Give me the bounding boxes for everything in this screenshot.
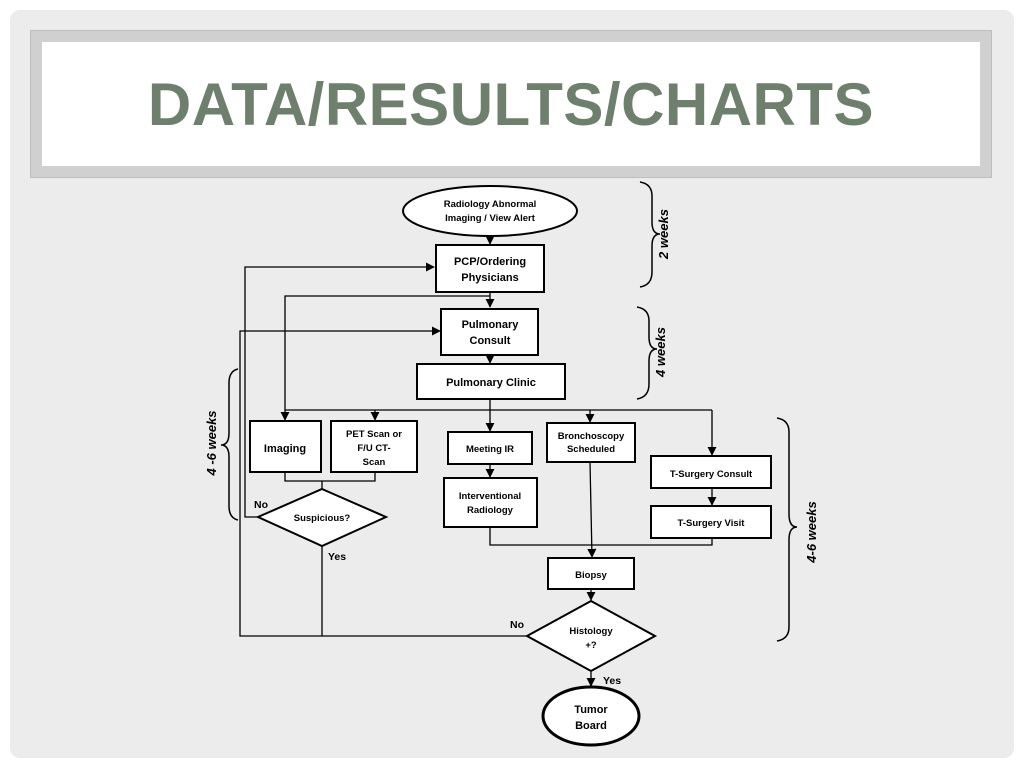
brace-4-weeks [636, 306, 658, 400]
label-pcp-1: PCP/Ordering [454, 256, 526, 268]
node-meeting-ir [447, 431, 533, 465]
edge-ir-merge [489, 527, 713, 546]
duration-left-4-6-weeks: 4 -6 weeks [204, 410, 219, 476]
node-radiology-alert [402, 185, 578, 237]
node-tumor-board [541, 685, 641, 747]
node-pulmonary-clinic [416, 363, 566, 400]
label-pet-scan-3: Scan [363, 457, 386, 468]
node-tsurgery-consult [650, 455, 772, 489]
duration-braces [220, 181, 798, 642]
label-bronchoscopy-2: Scheduled [567, 444, 615, 455]
label-tsurgery-visit: T-Surgery Visit [678, 518, 746, 529]
node-histology [524, 599, 658, 673]
edge-suspicious-no [244, 262, 435, 518]
edge-label-suspicious-yes: Yes [328, 551, 346, 563]
label-interventional-radiology-1: Interventional [459, 491, 521, 502]
node-pet-scan [330, 420, 418, 473]
label-pulmonary-consult-2: Consult [470, 335, 511, 347]
duration-right-4-6-weeks: 4-6 weeks [804, 501, 819, 563]
label-radiology-alert-1: Radiology Abnormal [444, 199, 537, 210]
edge-pcp-loop-to-imaging [280, 295, 490, 421]
edge-bronchoscopy-to-biopsy [587, 461, 597, 558]
label-pcp-2: Physicians [461, 272, 518, 284]
title-box [42, 42, 980, 166]
duration-4-weeks: 4 weeks [653, 327, 668, 378]
label-pulmonary-consult-1: Pulmonary [462, 319, 520, 331]
brace-2-weeks [639, 181, 661, 288]
label-imaging: Imaging [264, 443, 306, 455]
label-pet-scan-2: F/U CT- [357, 443, 390, 454]
connectors [239, 235, 717, 687]
node-suspicious [255, 487, 389, 548]
edge-label-histology-no: No [510, 619, 524, 631]
node-bronchoscopy [546, 422, 636, 463]
label-suspicious: Suspicious? [294, 513, 351, 524]
node-tsurgery-visit [650, 505, 772, 539]
label-tsurgery-consult: T-Surgery Consult [670, 469, 753, 480]
label-interventional-radiology-2: Radiology [467, 505, 514, 516]
node-biopsy [547, 557, 635, 590]
duration-2-weeks: 2 weeks [656, 209, 671, 260]
label-histology-1: Histology [569, 626, 613, 637]
node-pulmonary-consult [440, 308, 539, 356]
label-radiology-alert-2: Imaging / View Alert [445, 213, 536, 224]
edge-label-suspicious-no: No [254, 499, 268, 511]
label-pulmonary-clinic: Pulmonary Clinic [446, 377, 536, 389]
node-pcp [435, 244, 545, 293]
edge-histology-no [239, 326, 527, 637]
label-biopsy: Biopsy [575, 570, 607, 581]
node-interventional-radiology [443, 477, 538, 528]
label-histology-2: +? [585, 640, 597, 651]
label-pet-scan-1: PET Scan or [346, 429, 402, 440]
label-bronchoscopy-1: Bronchoscopy [558, 431, 625, 442]
label-tumor-board-2: Board [575, 720, 607, 732]
node-imaging [249, 420, 322, 473]
brace-left-4-6-weeks [220, 368, 239, 521]
edge-label-histology-yes: Yes [603, 675, 621, 687]
slide-title: DATA/RESULTS/CHARTS [147, 70, 875, 138]
edge-imaging-merge [284, 472, 376, 482]
label-tumor-board-1: Tumor [574, 704, 608, 716]
brace-right-4-6-weeks [776, 417, 798, 642]
label-meeting-ir: Meeting IR [466, 444, 514, 455]
